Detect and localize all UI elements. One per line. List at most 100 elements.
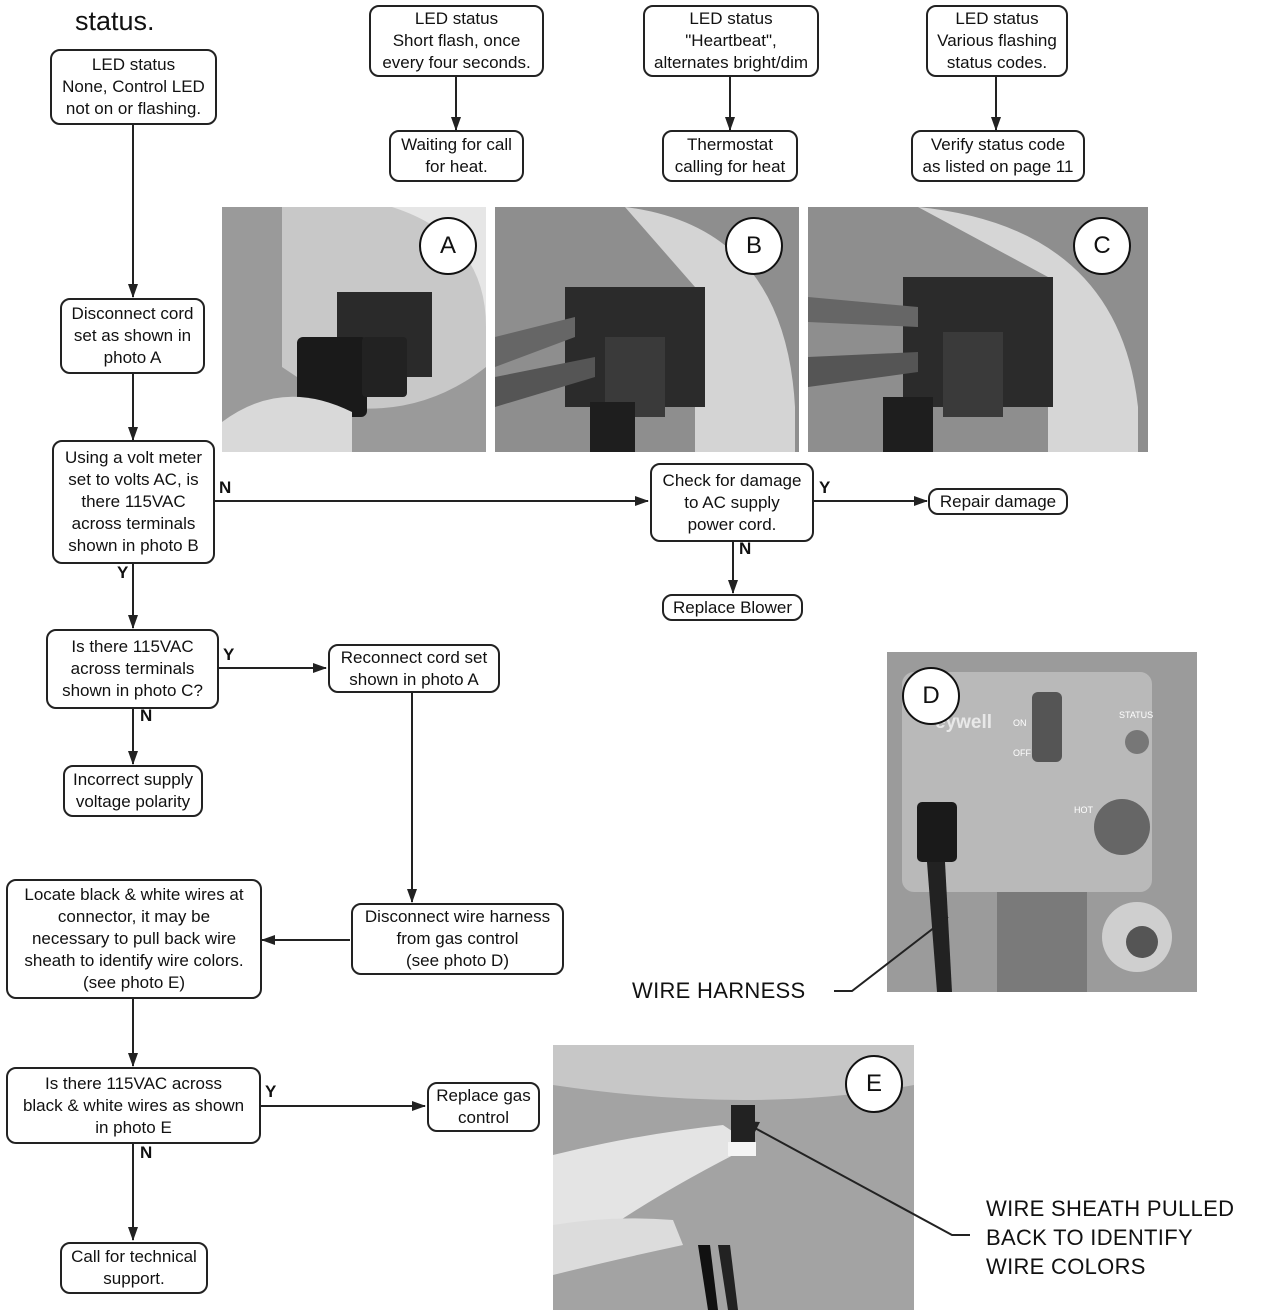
node-bw-question-line-2: black & white wires as shown [22, 1095, 245, 1115]
node-verify-line-2: as listed on page 11 [922, 157, 1074, 176]
photo-c: C [808, 207, 1148, 452]
photo-e: E [553, 1045, 914, 1310]
node-waiting-line-1: Waiting for call [401, 135, 512, 154]
photo-b: B [495, 207, 799, 452]
photo-d-hot: HOT [1074, 805, 1093, 815]
node-incorrect-polarity-line-2: voltage polarity [75, 792, 191, 811]
node-locate-wires-line-5: (see photo E) [82, 973, 186, 992]
node-disconnect-harness-line-3: (see photo D) [406, 951, 509, 970]
node-volt-meter-line-5: shown in photo B [68, 536, 199, 555]
node-led-various-line-2: Various flashing [937, 31, 1057, 50]
node-led-none-line-2: None, Control LED [62, 77, 205, 96]
node-call-support-line-2: support. [103, 1269, 165, 1288]
node-led-various-line-1: LED status [955, 9, 1039, 28]
callout-wire-sheath-line-3: WIRE COLORS [986, 1254, 1146, 1279]
node-photo-c-question-line-1: Is there 115VAC [71, 637, 194, 656]
node-replace-gas: Replace gas control [427, 1082, 540, 1132]
node-incorrect-polarity: Incorrect supply voltage polarity [63, 765, 203, 817]
node-replace-gas-line-2: control [457, 1108, 510, 1127]
node-volt-meter-line-1: Using a volt meter [65, 448, 202, 467]
photo-a-badge: A [419, 217, 477, 275]
edge-label-damage-yes: Y [819, 478, 831, 497]
node-locate-wires: Locate black & white wires at connector,… [6, 879, 262, 999]
node-verify: Verify status code as listed on page 11 [911, 130, 1085, 182]
node-led-short-line-1: LED status [414, 9, 499, 28]
edge-label-bw-no: N [140, 1143, 153, 1162]
node-thermostat-line-2: calling for heat [674, 157, 786, 176]
node-waiting: Waiting for call for heat. [389, 130, 524, 182]
edge-label-volt-yes: Y [117, 563, 129, 582]
node-locate-wires-line-1: Locate black & white wires at [24, 885, 244, 904]
node-incorrect-polarity-line-1: Incorrect supply [73, 770, 193, 789]
node-repair-line-1: Repair damage [939, 491, 1057, 511]
node-replace-blower: Replace Blower [662, 594, 803, 621]
node-led-various-line-3: status codes. [946, 53, 1048, 72]
node-waiting-line-2: for heat. [425, 157, 488, 176]
node-led-heartbeat-line-3: alternates bright/dim [653, 53, 809, 72]
node-led-short: LED status Short flash, once every four … [369, 5, 544, 77]
node-reconnect: Reconnect cord set shown in photo A [328, 644, 500, 693]
node-locate-wires-line-4: sheath to identify wire colors. [24, 951, 244, 970]
node-led-short-line-3: every four seconds. [382, 53, 531, 72]
node-led-short-line-2: Short flash, once [392, 31, 521, 50]
node-led-various: LED status Various flashing status codes… [926, 5, 1068, 77]
callout-wire-sheath: WIRE SHEATH PULLED BACK TO IDENTIFY WIRE… [986, 1194, 1234, 1281]
node-bw-question-line-3: in photo E [95, 1117, 172, 1137]
node-photo-c-question: Is there 115VAC across terminals shown i… [46, 629, 219, 709]
edge-label-volt-no: N [219, 478, 232, 497]
node-bw-question-line-1: Is there 115VAC across [44, 1073, 222, 1093]
node-disconnect-harness: Disconnect wire harness from gas control… [351, 903, 564, 975]
node-volt-meter-line-3: there 115VAC [81, 492, 186, 511]
node-reconnect-line-2: shown in photo A [349, 669, 479, 689]
callout-wire-sheath-line-2: BACK TO IDENTIFY [986, 1225, 1193, 1250]
node-replace-blower-line-1: Replace Blower [672, 597, 793, 617]
node-thermostat: Thermostat calling for heat [662, 130, 798, 182]
node-led-none-line-3: not on or flashing. [65, 99, 202, 118]
edge-label-c-no: N [140, 706, 153, 725]
node-disconnect-cord-line-3: photo A [103, 348, 162, 367]
node-call-support-line-1: Call for technical [71, 1247, 197, 1266]
photo-d-off: OFF [1013, 748, 1031, 758]
node-replace-gas-line-1: Replace gas [436, 1086, 531, 1105]
node-call-support: Call for technical support. [60, 1242, 208, 1294]
node-thermostat-line-1: Thermostat [687, 135, 773, 154]
node-led-heartbeat: LED status "Heartbeat", alternates brigh… [643, 5, 819, 77]
callout-wire-harness: WIRE HARNESS [632, 976, 806, 1005]
callout-wire-sheath-line-1: WIRE SHEATH PULLED [986, 1196, 1235, 1221]
node-led-heartbeat-line-1: LED status [689, 9, 773, 28]
node-led-none: LED status None, Control LED not on or f… [50, 49, 217, 125]
node-check-damage-line-2: to AC supply [684, 492, 780, 512]
node-led-heartbeat-line-2: "Heartbeat", [685, 31, 777, 50]
photo-b-badge: B [725, 217, 783, 275]
photo-d: eywell ON OFF STATUS HOT D [887, 652, 1197, 992]
node-disconnect-harness-line-2: from gas control [396, 929, 519, 948]
node-photo-c-question-line-3: shown in photo C? [62, 681, 203, 700]
node-repair: Repair damage [928, 488, 1068, 515]
node-photo-c-question-line-2: across terminals [70, 659, 195, 678]
photo-e-badge: E [845, 1055, 903, 1113]
edge-label-bw-yes: Y [265, 1082, 277, 1101]
node-check-damage-line-3: power cord. [687, 514, 777, 534]
node-bw-question: Is there 115VAC across black & white wir… [6, 1067, 261, 1144]
node-check-damage-line-1: Check for damage [662, 470, 802, 490]
node-check-damage: Check for damage to AC supply power cord… [650, 463, 814, 542]
callout-wire-harness-text: WIRE HARNESS [632, 978, 806, 1003]
node-locate-wires-line-3: necessary to pull back wire [31, 929, 237, 948]
node-disconnect-harness-line-1: Disconnect wire harness [364, 907, 551, 926]
page-heading: status. [75, 6, 155, 36]
edge-label-c-yes: Y [223, 645, 235, 664]
node-disconnect-cord-line-1: Disconnect cord [71, 304, 194, 323]
photo-d-on: ON [1013, 718, 1027, 728]
node-volt-meter-line-4: across terminals [71, 514, 196, 533]
photo-a: A [222, 207, 486, 452]
photo-c-badge: C [1073, 217, 1131, 275]
node-disconnect-cord: Disconnect cord set as shown in photo A [60, 298, 205, 374]
node-verify-line-1: Verify status code [930, 135, 1066, 154]
node-led-none-line-1: LED status [91, 55, 176, 74]
photo-d-status: STATUS [1119, 710, 1154, 720]
photo-d-badge: D [902, 667, 960, 725]
node-volt-meter: Using a volt meter set to volts AC, is t… [52, 440, 215, 564]
node-locate-wires-line-2: connector, it may be [57, 907, 211, 926]
node-reconnect-line-1: Reconnect cord set [340, 647, 488, 667]
edge-label-damage-no: N [739, 539, 752, 558]
